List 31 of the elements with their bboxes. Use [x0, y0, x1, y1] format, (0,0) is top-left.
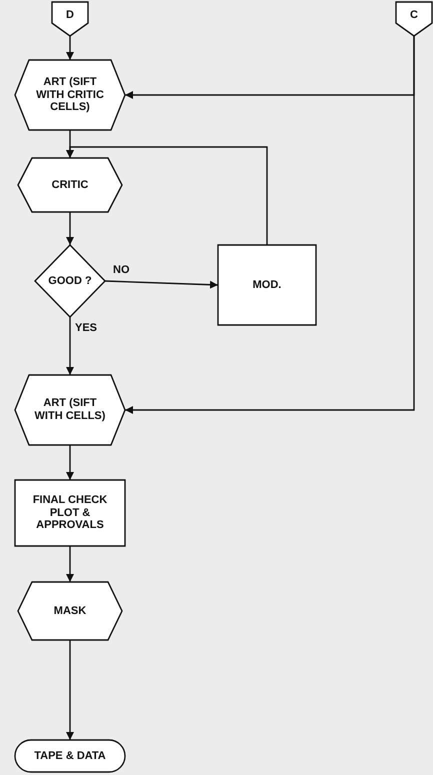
node-label: MASK	[52, 604, 88, 618]
arrow	[66, 36, 74, 60]
process-box	[15, 480, 125, 546]
process-hexagon	[15, 60, 125, 130]
node-label: CRITIC	[50, 178, 90, 192]
process-hexagon	[15, 375, 125, 445]
node-label: TAPE & DATA	[33, 750, 107, 762]
arrow	[66, 146, 268, 245]
node-label: ART (SIFT WITH CRITIC CELLS)	[35, 76, 105, 114]
node-label: MOD.	[252, 278, 282, 292]
arrow	[66, 445, 74, 480]
arrow	[66, 212, 74, 245]
process-box	[218, 245, 316, 325]
node-label: FINAL CHECK PLOT & APPROVALS	[32, 494, 108, 532]
node-label: C	[410, 8, 418, 23]
node-label: ART (SIFT WITH CELLS)	[34, 397, 106, 423]
off-page-connector	[52, 2, 88, 36]
process-hexagon	[18, 158, 122, 212]
decision-diamond	[35, 245, 105, 317]
arrow	[66, 546, 74, 582]
terminal-shape	[15, 740, 125, 772]
arrow	[66, 640, 74, 740]
arrow	[66, 317, 74, 375]
arrow	[104, 280, 218, 289]
arrow	[125, 36, 415, 414]
process-hexagon	[18, 582, 122, 640]
edge-label: NO	[112, 264, 130, 276]
node-label: GOOD ?	[48, 274, 92, 288]
off-page-connector	[396, 2, 432, 36]
edge-label: YES	[74, 322, 98, 334]
node-label: D	[66, 8, 74, 23]
